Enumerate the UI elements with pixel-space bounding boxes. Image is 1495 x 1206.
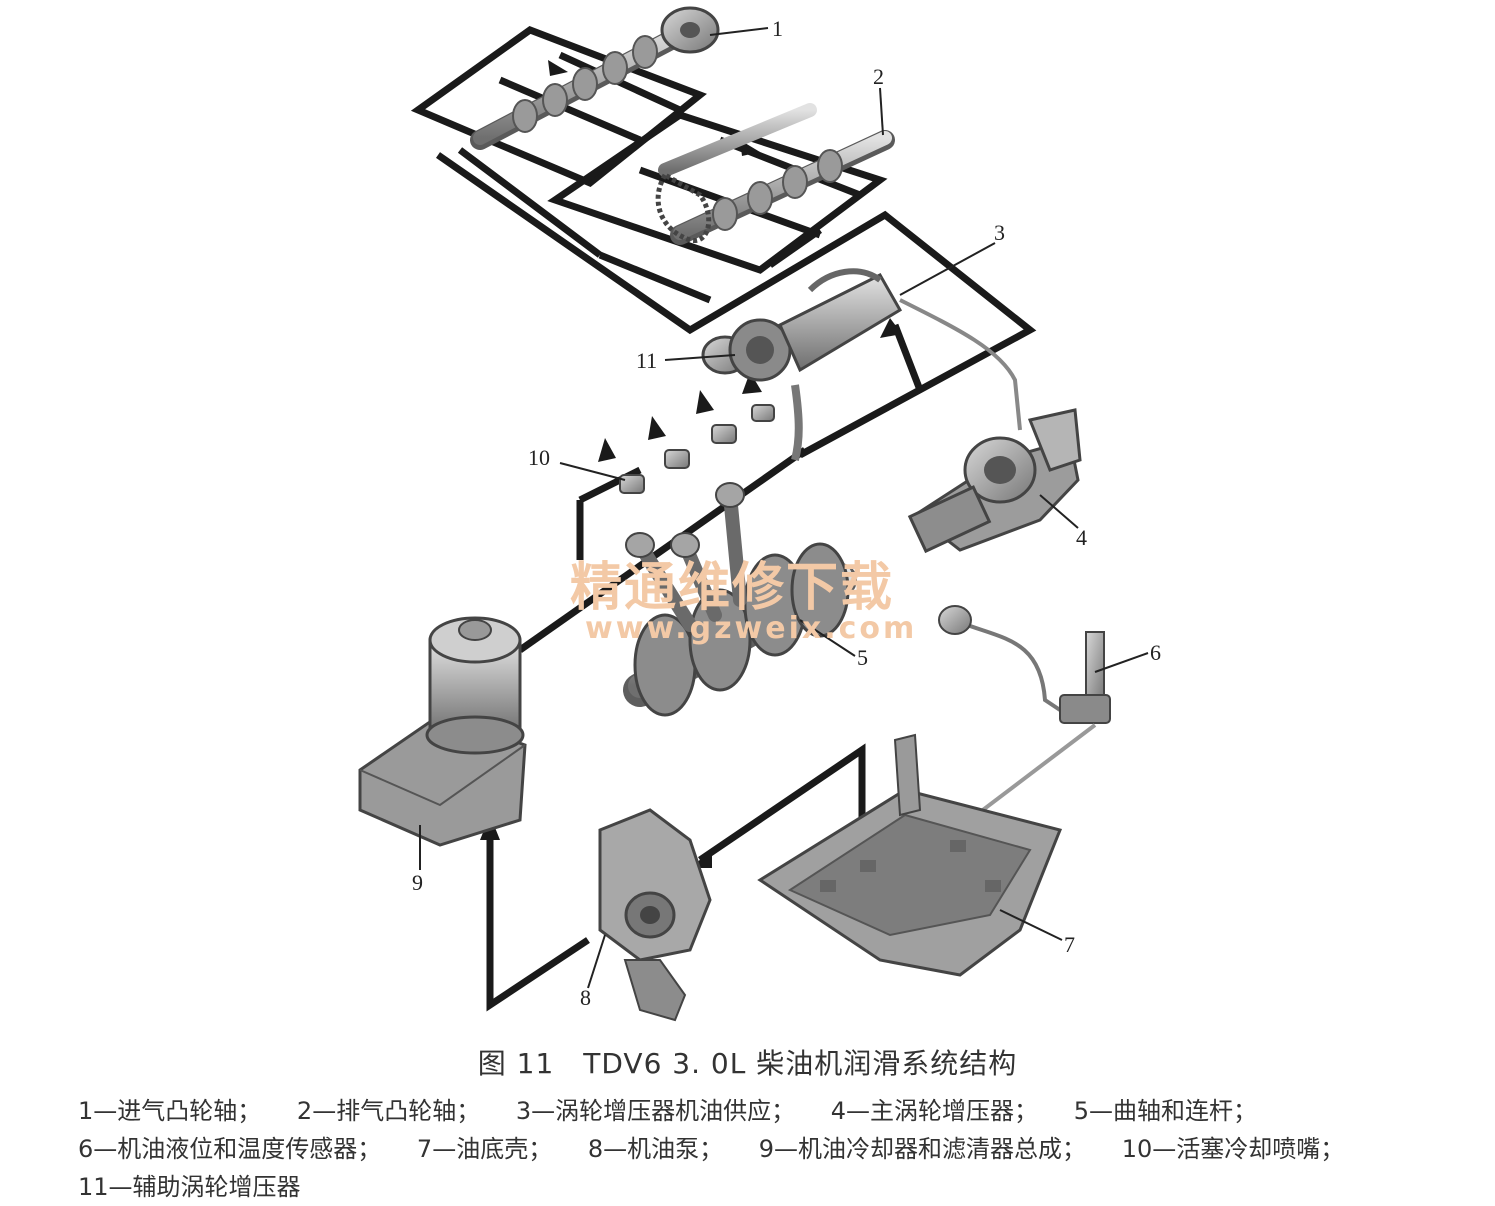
callout-7: 7 bbox=[1064, 932, 1075, 957]
oil-cooler-and-filter-assembly bbox=[358, 616, 527, 847]
intake-camshaft bbox=[470, 6, 720, 150]
watermark-text: 精通维修下载 bbox=[570, 558, 894, 618]
turbo-oil-feed-pipe bbox=[899, 298, 1022, 431]
oil-level-temperature-sensor bbox=[928, 605, 1111, 852]
callout-10: 10 bbox=[528, 445, 550, 470]
arrow-jet-3 bbox=[696, 390, 714, 414]
callout-5: 5 bbox=[857, 645, 868, 670]
legend-item: 10—活塞冷却喷嘴； bbox=[1121, 1135, 1345, 1163]
legend-item: 8—机油泵； bbox=[587, 1135, 724, 1163]
leader-lines bbox=[419, 27, 1149, 989]
legend-item: 5—曲轴和连杆； bbox=[1073, 1097, 1257, 1125]
callout-4: 4 bbox=[1076, 525, 1087, 550]
oil-line-link-frame-2 bbox=[457, 147, 712, 304]
watermark: 精通维修下载 www.gzweix.com bbox=[570, 558, 917, 646]
oil-sump bbox=[757, 733, 1063, 977]
arrow-jet-4 bbox=[742, 372, 762, 394]
callout-6: 6 bbox=[1150, 640, 1161, 665]
oil-pump bbox=[598, 808, 712, 1022]
callout-9: 9 bbox=[412, 870, 423, 895]
crankshaft-and-connecting-rods bbox=[623, 482, 857, 717]
oil-line-main-gallery bbox=[517, 447, 808, 653]
callout-labels: 1 2 3 4 5 6 7 8 9 10 11 bbox=[412, 16, 1161, 1010]
figure-legend: 1—进气凸轮轴； 2—排气凸轮轴； 3—涡轮增压器机油供应； 4—主涡轮增压器；… bbox=[78, 1092, 1478, 1206]
legend-item: 1—进气凸轮轴； bbox=[78, 1097, 262, 1125]
main-turbocharger bbox=[907, 408, 1082, 554]
arrow-turbo-feed bbox=[880, 318, 902, 338]
legend-item: 3—涡轮增压器机油供应； bbox=[515, 1097, 796, 1125]
flow-arrows bbox=[480, 60, 902, 868]
oil-line-exhaust-cam-frame bbox=[547, 111, 888, 274]
figure-title: 图 11 TDV6 3. 0L 柴油机润滑系统结构 bbox=[477, 1047, 1018, 1080]
auxiliary-turbocharger bbox=[701, 268, 1022, 461]
legend-item: 4—主涡轮增压器； bbox=[830, 1097, 1039, 1125]
watermark-url: www.gzweix.com bbox=[585, 611, 917, 646]
oil-line-intake-cam-frame bbox=[410, 26, 707, 188]
arrow-jet-1 bbox=[598, 438, 616, 462]
arrow-jet-2 bbox=[648, 416, 666, 440]
legend-item: 6—机油液位和温度传感器； bbox=[78, 1135, 382, 1163]
arrow-cam-1 bbox=[548, 60, 568, 76]
legend-item: 2—排气凸轮轴； bbox=[296, 1097, 481, 1125]
oil-line-turbo-branch bbox=[891, 323, 924, 392]
figure-caption: 图 11 TDV6 3. 0L 柴油机润滑系统结构 1—进气凸轮轴； 2—排气凸… bbox=[0, 1042, 1495, 1206]
oil-flow-lines bbox=[410, 26, 1037, 1012]
oil-line-pump-filter bbox=[486, 830, 590, 1012]
oil-line-link-frame bbox=[436, 152, 1037, 459]
legend-item: 11—辅助涡轮增压器 bbox=[78, 1173, 301, 1201]
callout-8: 8 bbox=[580, 985, 591, 1010]
callout-3: 3 bbox=[994, 220, 1005, 245]
piston-cooling-jets bbox=[619, 404, 775, 494]
lubrication-diagram: 1 2 3 4 5 6 7 8 9 10 11 精通维修下载 www.gzwei… bbox=[358, 6, 1161, 1022]
callout-11: 11 bbox=[636, 348, 657, 373]
callout-2: 2 bbox=[873, 64, 884, 89]
legend-item: 7—油底壳； bbox=[416, 1135, 553, 1163]
legend-item: 9—机油冷却器和滤清器总成； bbox=[758, 1135, 1087, 1163]
callout-1: 1 bbox=[772, 16, 783, 41]
exhaust-camshaft bbox=[655, 103, 895, 245]
